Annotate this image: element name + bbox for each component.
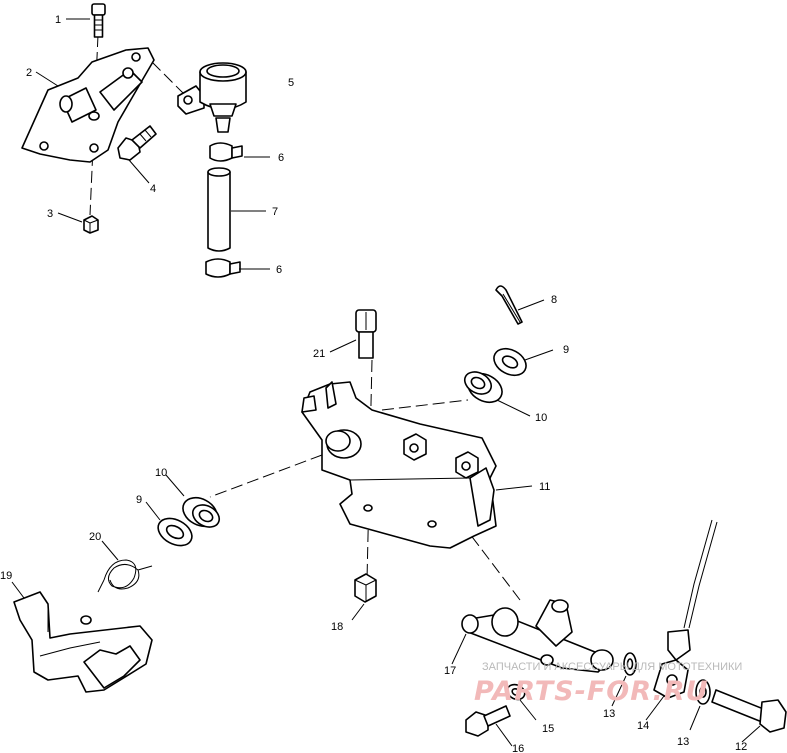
callout-6-lower: 6 [276,264,282,276]
watermark-text: ЗАПЧАСТИ И АКСЕССУАРЫ ДЛЯ МОТОТЕХНИКИ [482,661,742,673]
part-7-hose [207,167,231,252]
callout-1: 1 [55,14,61,26]
part-19-brake-pedal [13,591,153,693]
callouts: 1 2 3 4 5 6 7 6 8 9 21 10 10 11 9 20 19 … [0,14,747,753]
callout-10-lower: 10 [155,467,167,479]
callout-15: 15 [542,723,554,735]
callout-14: 14 [637,720,649,732]
callout-3: 3 [47,208,53,220]
callout-16: 16 [512,743,524,753]
callout-13-left: 13 [603,708,615,720]
part-18-nut [354,573,377,603]
callout-9-upper: 9 [563,344,569,356]
part-20-spring [97,559,153,593]
part-21-bolt [355,309,377,359]
callout-4: 4 [150,183,156,195]
part-6-hose-clamp-upper [209,142,243,162]
callout-20: 20 [89,531,101,543]
part-15-washer [506,683,526,701]
callout-10-upper: 10 [535,412,547,424]
callout-17: 17 [444,665,456,677]
callout-8: 8 [551,294,557,306]
callout-2: 2 [26,67,32,79]
part-3-nut [83,215,99,234]
callout-13-right: 13 [677,736,689,748]
callout-5: 5 [288,77,294,89]
part-5-master-cylinder [177,62,247,133]
part-17-pivot-shaft [461,599,614,673]
part-13-washer-right [695,679,711,705]
part-2-mounting-bracket [21,47,155,163]
part-1-bolt [91,3,106,38]
callout-7: 7 [272,206,278,218]
part-9-washer-lower [157,517,193,547]
part-8-cotter-pin [495,285,523,325]
callout-11: 11 [539,481,550,493]
part-13-washer-left [623,652,637,676]
part-11-support-bracket [301,381,497,549]
part-16-bolt [465,705,511,737]
part-6-hose-clamp-lower [205,258,241,278]
part-10-bushing-lower [182,496,221,528]
watermark-logo: PARTS-FOR.RU [474,676,709,707]
callout-21: 21 [313,348,325,360]
part-14-brake-rod [653,519,718,699]
part-4-banjo-bolt [117,125,157,161]
callout-6-upper: 6 [278,152,284,164]
callout-18: 18 [331,621,343,633]
callout-12: 12 [735,741,747,753]
callout-9-lower: 9 [136,494,142,506]
watermark: ЗАПЧАСТИ И АКСЕССУАРЫ ДЛЯ МОТОТЕХНИКИ PA… [474,661,742,707]
part-10-bushing-upper [463,371,503,404]
leader-lines [11,18,761,747]
callout-19: 19 [0,570,12,582]
part-9-washer-upper [493,347,527,377]
part-12-bolt [711,689,787,733]
